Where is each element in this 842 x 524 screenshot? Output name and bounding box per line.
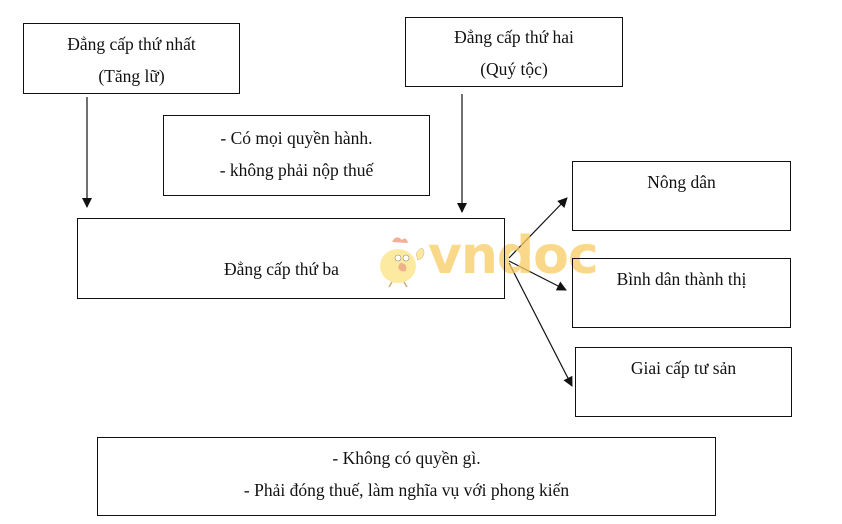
subgroup-peasants-box: Nông dân xyxy=(572,161,791,231)
subgroup-label: Giai cấp tư sản xyxy=(630,358,737,378)
obligation-line-2: - Phải đóng thuế, làm nghĩa vụ với phong… xyxy=(243,480,570,500)
arrow-caste3-to-townsfolk xyxy=(508,260,567,291)
caste2-subtitle: (Quý tộc) xyxy=(480,59,548,79)
obligation-line-1: - Không có quyền gì. xyxy=(332,448,481,468)
caste1-subtitle: (Tăng lữ) xyxy=(98,66,165,86)
privileges-box: - Có mọi quyền hành. - không phải nộp th… xyxy=(163,115,430,196)
caste3-title: Đẳng cấp thứ ba xyxy=(224,259,339,279)
caste3-box: Đẳng cấp thứ ba xyxy=(77,218,505,299)
caste1-title: Đẳng cấp thứ nhất xyxy=(67,34,196,54)
subgroup-bourgeoisie-box: Giai cấp tư sản xyxy=(575,347,792,417)
subgroup-label: Nông dân xyxy=(647,172,716,192)
subgroup-townsfolk-box: Bình dân thành thị xyxy=(572,258,791,328)
caste2-title: Đẳng cấp thứ hai xyxy=(454,27,574,47)
subgroup-label: Bình dân thành thị xyxy=(616,269,747,289)
caste2-box: Đẳng cấp thứ hai (Quý tộc) xyxy=(405,17,623,87)
arrow-caste3-to-bourgeoisie xyxy=(508,262,573,387)
arrow-caste3-to-peasants xyxy=(508,197,568,259)
obligations-box: - Không có quyền gì. - Phải đóng thuế, l… xyxy=(97,437,716,516)
privilege-line-1: - Có mọi quyền hành. xyxy=(220,128,373,148)
privilege-line-2: - không phải nộp thuế xyxy=(219,160,374,180)
caste1-box: Đẳng cấp thứ nhất (Tăng lữ) xyxy=(23,23,240,94)
